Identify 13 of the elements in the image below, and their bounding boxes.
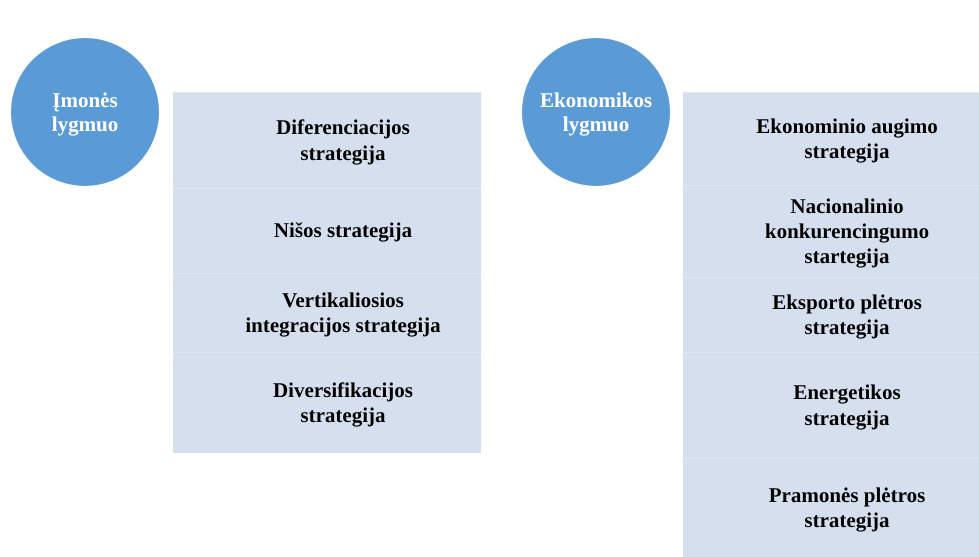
strategy-band: Nacionalinio konkurencingumo startegija — [683, 185, 979, 277]
strategy-band: Ekonominio augimo strategija — [683, 92, 979, 185]
strategy-band: Pramonės plėtros strategija — [683, 458, 979, 557]
strategy-band: Energetikos strategija — [683, 352, 979, 458]
level-circle: Ekonomikos lygmuo — [520, 36, 672, 188]
strategy-panel — [173, 92, 481, 453]
strategy-band: Diferenciacijos strategija — [173, 92, 481, 188]
strategy-band: Diversifikacijos strategija — [173, 352, 481, 453]
strategy-band: Eksporto plėtros strategija — [683, 277, 979, 352]
strategy-band: Nišos strategija — [173, 188, 481, 273]
strategy-band: Vertikaliosios integracijos strategija — [173, 273, 481, 352]
level-circle: Įmonės lygmuo — [9, 36, 161, 188]
strategy-panel — [683, 92, 979, 557]
